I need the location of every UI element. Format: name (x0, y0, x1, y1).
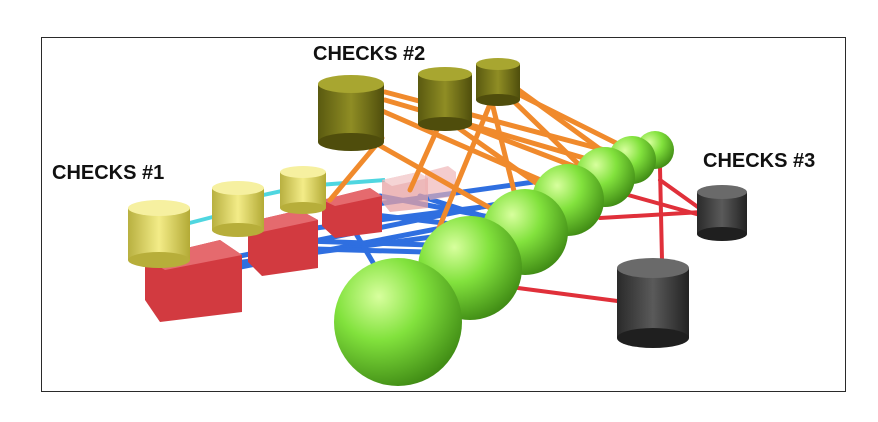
checks3-label: CHECKS #3 (703, 150, 815, 172)
check1-node (212, 181, 264, 237)
factor-node (382, 172, 428, 212)
checks3-nodes (617, 185, 747, 348)
check2-node (476, 58, 520, 106)
check3-node (697, 185, 747, 241)
checks2-label: CHECKS #2 (313, 43, 425, 65)
checks3-edge (658, 178, 704, 212)
checks3-edge (598, 210, 704, 220)
checks3-edge (626, 193, 702, 217)
check2-node (418, 67, 472, 131)
check1-node (128, 200, 190, 268)
factor-node (322, 188, 382, 238)
checks3-edge (516, 286, 627, 304)
checks1-label: CHECKS #1 (52, 162, 164, 184)
variable-nodes (334, 131, 674, 386)
factor-nodes (145, 166, 456, 322)
checks1-nodes (128, 166, 326, 268)
checks2-nodes (318, 58, 520, 151)
checks3-edge (658, 166, 664, 262)
check3-node (617, 258, 689, 348)
check1-node (280, 166, 326, 214)
factor-node (248, 210, 318, 276)
checks2-edge (502, 77, 618, 163)
checks3-edges (516, 166, 704, 304)
variable-node (334, 258, 462, 386)
check2-node (318, 75, 384, 151)
